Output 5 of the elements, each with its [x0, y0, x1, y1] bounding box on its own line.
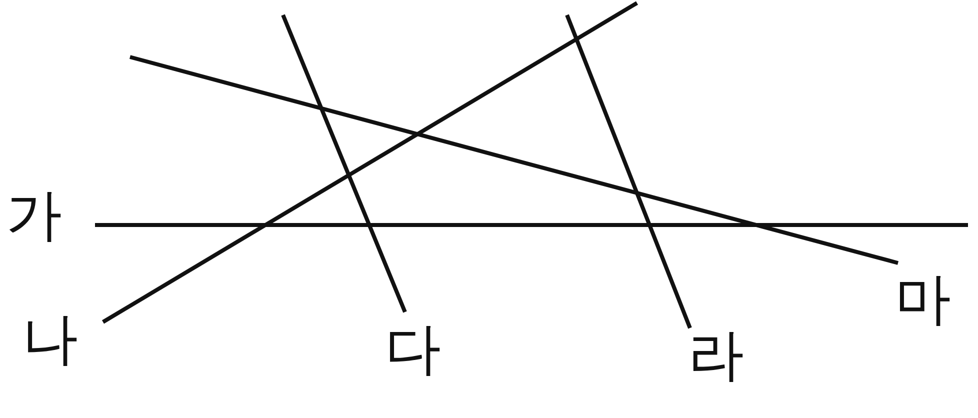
line-label: 라 — [688, 328, 744, 384]
line-label: 가 — [6, 188, 62, 244]
line-label: 나 — [22, 312, 78, 368]
line-label: 다 — [385, 322, 441, 378]
line-label: 마 — [895, 272, 951, 328]
